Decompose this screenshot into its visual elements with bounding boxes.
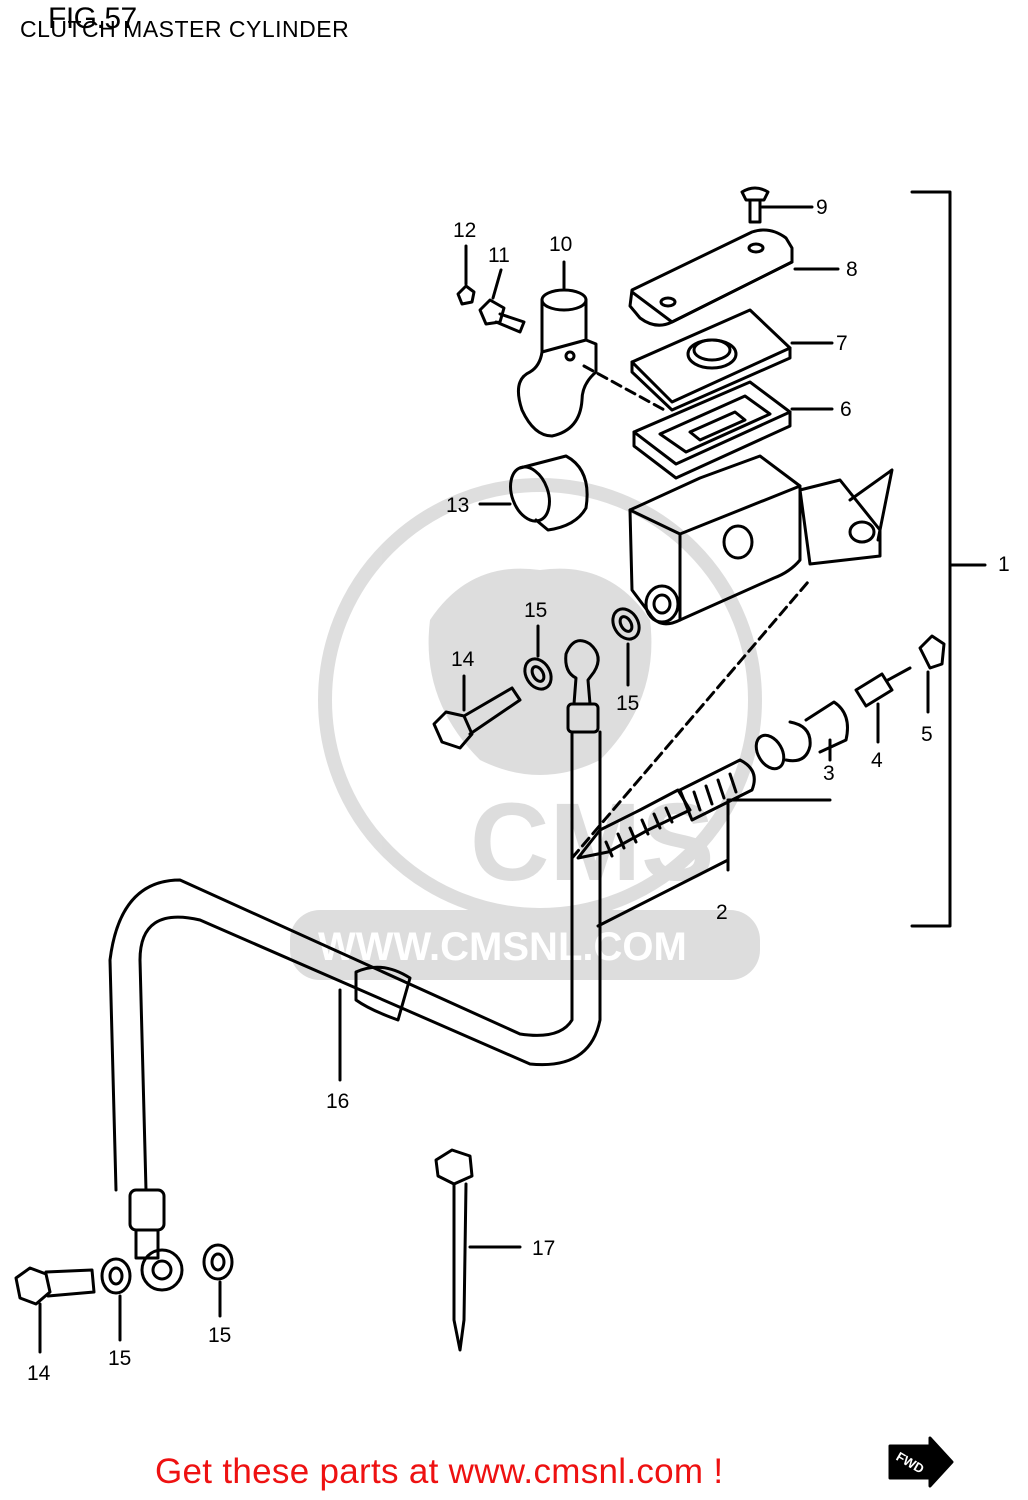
part-push-rod-4 [854, 666, 912, 744]
part-washer-15c [100, 1257, 132, 1342]
callout-2: 2 [716, 901, 728, 924]
part-washer-15b [523, 624, 553, 691]
callout-4: 4 [871, 749, 883, 772]
callout-10: 10 [549, 233, 572, 256]
watermark-url: WWW.CMSNL.COM [318, 925, 687, 969]
part-nut-12 [456, 244, 476, 306]
callout-16: 16 [326, 1090, 349, 1113]
part-piston-assembly-2 [576, 733, 832, 928]
parts-store-link[interactable]: Get these parts at www.cmsnl.com ! [155, 1452, 724, 1491]
callout-15-d: 15 [208, 1324, 231, 1347]
callout-5: 5 [921, 723, 933, 746]
callout-14-upper: 14 [451, 648, 475, 671]
watermark: CMS WWW.CMSNL.COM [290, 478, 762, 980]
part-washer-15a [611, 607, 641, 687]
part-reservoir-cap-8 [628, 228, 840, 327]
part-master-cylinder-body [628, 454, 894, 626]
assembly-bracket [910, 190, 952, 928]
callout-13: 13 [446, 494, 469, 517]
part-bolt-11 [478, 268, 526, 334]
callout-9: 9 [816, 196, 828, 219]
callout-15-a: 15 [524, 599, 547, 622]
part-boot-13 [478, 454, 589, 532]
callout-7: 7 [836, 332, 848, 355]
callout-15-b: 15 [616, 692, 639, 715]
callout-8: 8 [846, 258, 858, 281]
callout-3: 3 [823, 762, 835, 785]
callout-15-c: 15 [108, 1347, 131, 1370]
callout-11: 11 [488, 244, 510, 267]
part-cable-tie-17 [434, 1148, 522, 1352]
part-banjo-bolt-14b [14, 1266, 96, 1354]
watermark-logo: CMS [470, 781, 714, 904]
part-nut-5 [918, 634, 946, 714]
fwd-arrow-icon [888, 1436, 954, 1488]
part-plate-7 [630, 308, 834, 412]
callout-17: 17 [532, 1237, 555, 1260]
part-diaphragm-6 [632, 380, 834, 480]
part-washer-15d [202, 1243, 234, 1318]
callout-1: 1 [998, 553, 1010, 576]
callout-12: 12 [453, 219, 476, 242]
part-banjo-bolt-14a [432, 674, 522, 750]
part-screw-9 [740, 186, 814, 224]
callout-14-lower: 14 [27, 1362, 51, 1385]
fig-subtitle: CLUTCH MASTER CYLINDER [20, 16, 350, 42]
part-circlip-3 [784, 700, 849, 763]
part-hose-16 [108, 639, 602, 1292]
fig-title: FIG.57 [48, 2, 137, 35]
part-holder-10 [516, 260, 598, 438]
callout-6: 6 [840, 398, 852, 421]
